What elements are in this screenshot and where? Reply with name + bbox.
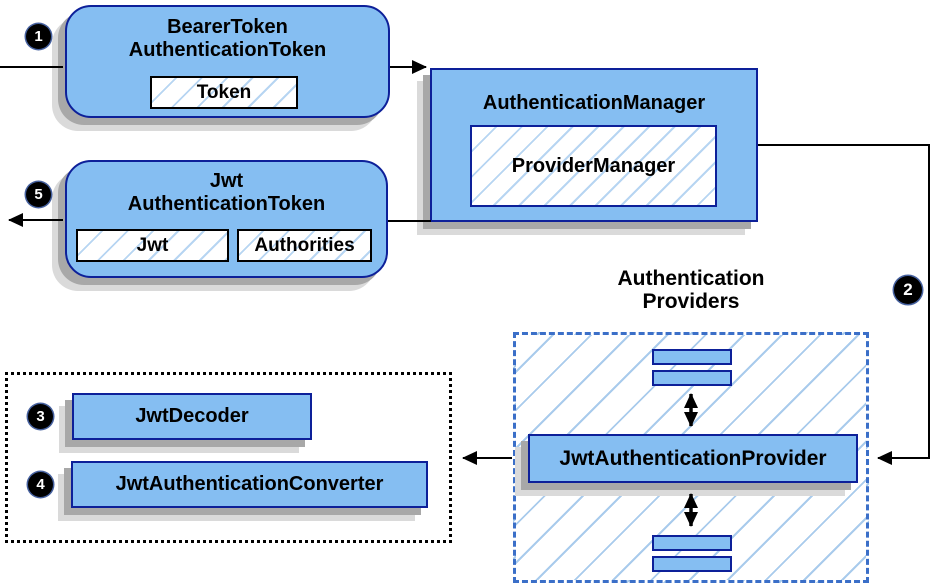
jwt-token-title-line1: Jwt <box>209 170 244 192</box>
node-jwt-authentication-provider: JwtAuthenticationProvider <box>528 434 858 483</box>
step-badge-2: 2 <box>894 276 922 304</box>
step-badge-4: 4 <box>28 472 53 497</box>
chip-token-label: Token <box>196 81 252 103</box>
provider-placeholder-bar-bottom-2 <box>652 556 732 572</box>
chip-authorities-label: Authorities <box>254 234 355 256</box>
authentication-providers-label-line2: Providers <box>642 290 740 313</box>
provider-placeholder-bar-top-1 <box>652 349 732 365</box>
provider-placeholder-bar-bottom-1 <box>652 535 732 551</box>
chip-jwt: Jwt <box>76 229 229 262</box>
chip-provider-manager-label: ProviderManager <box>511 154 676 177</box>
step-badge-1: 1 <box>26 24 51 49</box>
chip-authorities: Authorities <box>237 229 372 262</box>
jwt-token-title-line2: AuthenticationToken <box>127 193 326 215</box>
chip-provider-manager: ProviderManager <box>470 125 717 207</box>
chip-token: Token <box>150 76 298 109</box>
jwt-authentication-provider-label: JwtAuthenticationProvider <box>559 446 827 470</box>
step-badge-3: 3 <box>28 404 53 429</box>
authentication-providers-label-line1: Authentication <box>617 267 765 290</box>
jwt-decoder-label: JwtDecoder <box>135 405 249 427</box>
bearer-token-title-line2: AuthenticationToken <box>128 39 327 61</box>
node-jwt-authentication-converter: JwtAuthenticationConverter <box>71 461 428 508</box>
bearer-token-title-line1: BearerToken <box>167 16 288 38</box>
node-bearer-token-authentication-token: BearerToken AuthenticationToken Token <box>65 5 390 118</box>
authentication-manager-title: AuthenticationManager <box>482 92 706 114</box>
authentication-providers-label: Authentication Providers <box>541 267 841 313</box>
jwt-authentication-converter-label: JwtAuthenticationConverter <box>115 473 384 495</box>
provider-placeholder-bar-top-2 <box>652 370 732 386</box>
node-jwt-decoder: JwtDecoder <box>72 393 312 440</box>
step-badge-5: 5 <box>26 182 51 207</box>
node-jwt-authentication-token: Jwt AuthenticationToken Jwt Authorities <box>65 160 388 278</box>
chip-jwt-label: Jwt <box>136 234 169 256</box>
node-authentication-manager: AuthenticationManager ProviderManager <box>430 68 758 222</box>
